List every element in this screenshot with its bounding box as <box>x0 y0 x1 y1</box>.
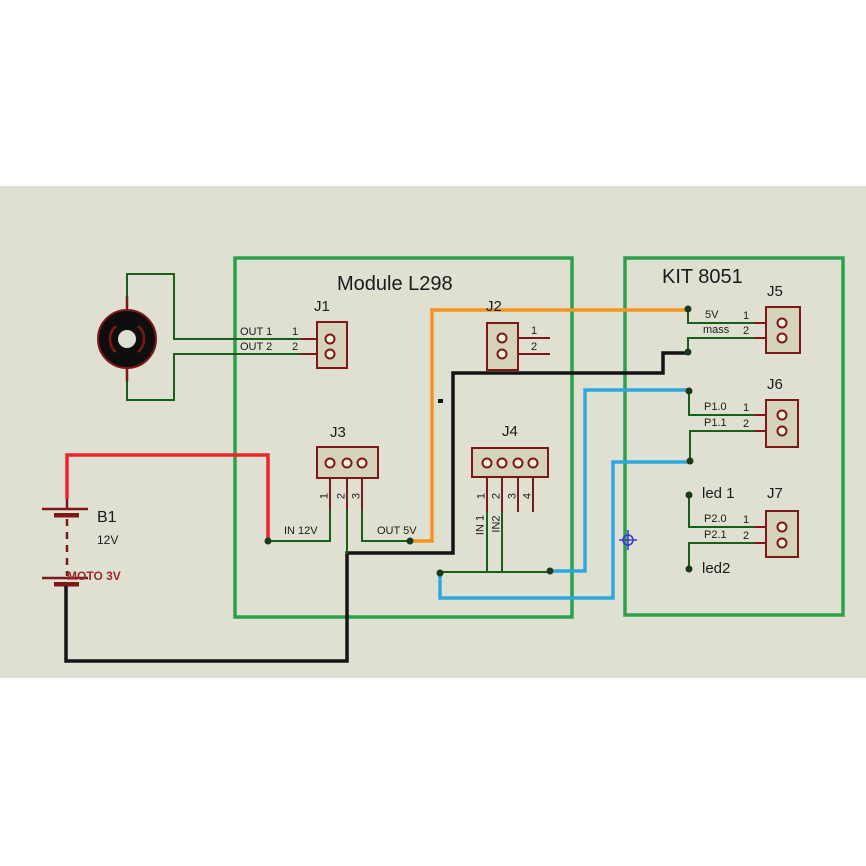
j4-pin4-number: 4 <box>521 492 534 500</box>
connector-j3-ref: J3 <box>330 424 346 441</box>
j2-pin1-number: 1 <box>531 325 538 337</box>
motor-brush-left-arc <box>108 325 117 353</box>
j7-pin2-label: P2.1 <box>704 529 727 541</box>
junction-dots <box>264 305 694 577</box>
j4-pin2-number: 2 <box>490 492 503 500</box>
j7-led2-label: led2 <box>702 560 731 577</box>
wire-green-j5-5v[interactable] <box>687 309 754 324</box>
j1-pin1-label: OUT 1 <box>240 326 273 338</box>
j6-pin1-label: P1.0 <box>704 401 727 413</box>
j5-pin2-label: mass <box>703 324 730 336</box>
j6-pin2-label: P1.1 <box>704 417 727 429</box>
j7-led1-label: led 1 <box>702 485 735 502</box>
wire-green-motor-to-out2[interactable] <box>126 353 301 401</box>
net-label-out5v: OUT 5V <box>377 525 417 537</box>
wire-black-ground[interactable] <box>64 351 687 663</box>
connector-j2-body[interactable] <box>486 322 519 371</box>
connector-j7-body[interactable] <box>765 510 799 558</box>
wire-green-j7-led1-p20[interactable] <box>688 495 754 528</box>
j7-pin1-label: P2.0 <box>704 513 727 525</box>
kit-8051-board-outline[interactable] <box>623 256 845 617</box>
j3-pin1-number: 1 <box>318 492 331 500</box>
wire-green-j5-mass[interactable] <box>687 337 754 352</box>
wire-orange-out5v-to-5v[interactable] <box>409 308 687 543</box>
wire-green-j7-led2-p21[interactable] <box>688 542 754 569</box>
j1-pin2-label: OUT 2 <box>240 341 273 353</box>
connector-j6-ref: J6 <box>767 376 783 393</box>
j4-pin3-number: 3 <box>506 492 519 500</box>
battery-value: 12V <box>97 533 119 547</box>
j2-pin2-number: 2 <box>531 341 538 353</box>
motor-brush-right-arc <box>137 325 146 353</box>
connector-pin-leads <box>301 322 778 544</box>
wire-green-motor-to-out1[interactable] <box>126 273 301 340</box>
j6-pin2-number: 2 <box>743 418 750 430</box>
connector-j5-body[interactable] <box>765 306 801 354</box>
net-label-in12v: IN 12V <box>284 525 318 537</box>
motor-symbol[interactable] <box>97 296 157 382</box>
connector-j4-body[interactable] <box>471 447 549 478</box>
j5-pin1-label: 5V <box>705 309 719 321</box>
module-l298-title: Module L298 <box>337 273 453 295</box>
wire-green-j6-p10[interactable] <box>688 391 754 416</box>
connector-j2-ref: J2 <box>486 298 502 315</box>
battery-ref: B1 <box>97 509 117 526</box>
j6-pin1-number: 1 <box>743 402 750 414</box>
j1-pin1-number: 1 <box>292 326 299 338</box>
j7-pin1-number: 1 <box>743 514 750 526</box>
kit-8051-title: KIT 8051 <box>662 266 743 288</box>
j7-pin2-number: 2 <box>743 530 750 542</box>
connector-j1-body[interactable] <box>316 321 348 369</box>
wire-blue-in2-to-p10[interactable] <box>552 388 688 573</box>
wire-green-j6-p11[interactable] <box>689 430 754 461</box>
j4-signal-in1: IN 1 <box>474 514 487 536</box>
connector-j7-ref: J7 <box>767 485 783 502</box>
stray-wire-stub <box>438 399 443 403</box>
j5-pin2-number: 2 <box>743 325 750 337</box>
connector-j4-ref: J4 <box>502 423 518 440</box>
j5-pin1-number: 1 <box>743 310 750 322</box>
schematic-sheet: Module L298 KIT 8051 MOTO 3V B1 12V J1 O… <box>0 186 866 678</box>
crosshair-cursor-icon[interactable] <box>619 530 637 550</box>
connector-j5-ref: J5 <box>767 283 783 300</box>
connector-j6-body[interactable] <box>765 399 799 448</box>
j4-signal-in2: IN2 <box>490 515 503 533</box>
wire-red-battery-to-in12v[interactable] <box>65 453 270 542</box>
connector-j3-body[interactable] <box>316 446 379 479</box>
j1-pin2-number: 2 <box>292 341 299 353</box>
connector-j1-ref: J1 <box>314 298 330 315</box>
wire-green-out5v[interactable] <box>361 509 410 542</box>
j3-pin3-number: 3 <box>350 492 363 500</box>
module-l298-board-outline[interactable] <box>233 256 574 619</box>
wire-blue-in1-to-p11[interactable] <box>438 460 688 600</box>
j4-pin1-number: 1 <box>475 492 488 500</box>
motor-label: MOTO 3V <box>67 569 121 583</box>
schematic-graphics <box>42 256 845 663</box>
j3-pin2-number: 2 <box>335 492 348 500</box>
